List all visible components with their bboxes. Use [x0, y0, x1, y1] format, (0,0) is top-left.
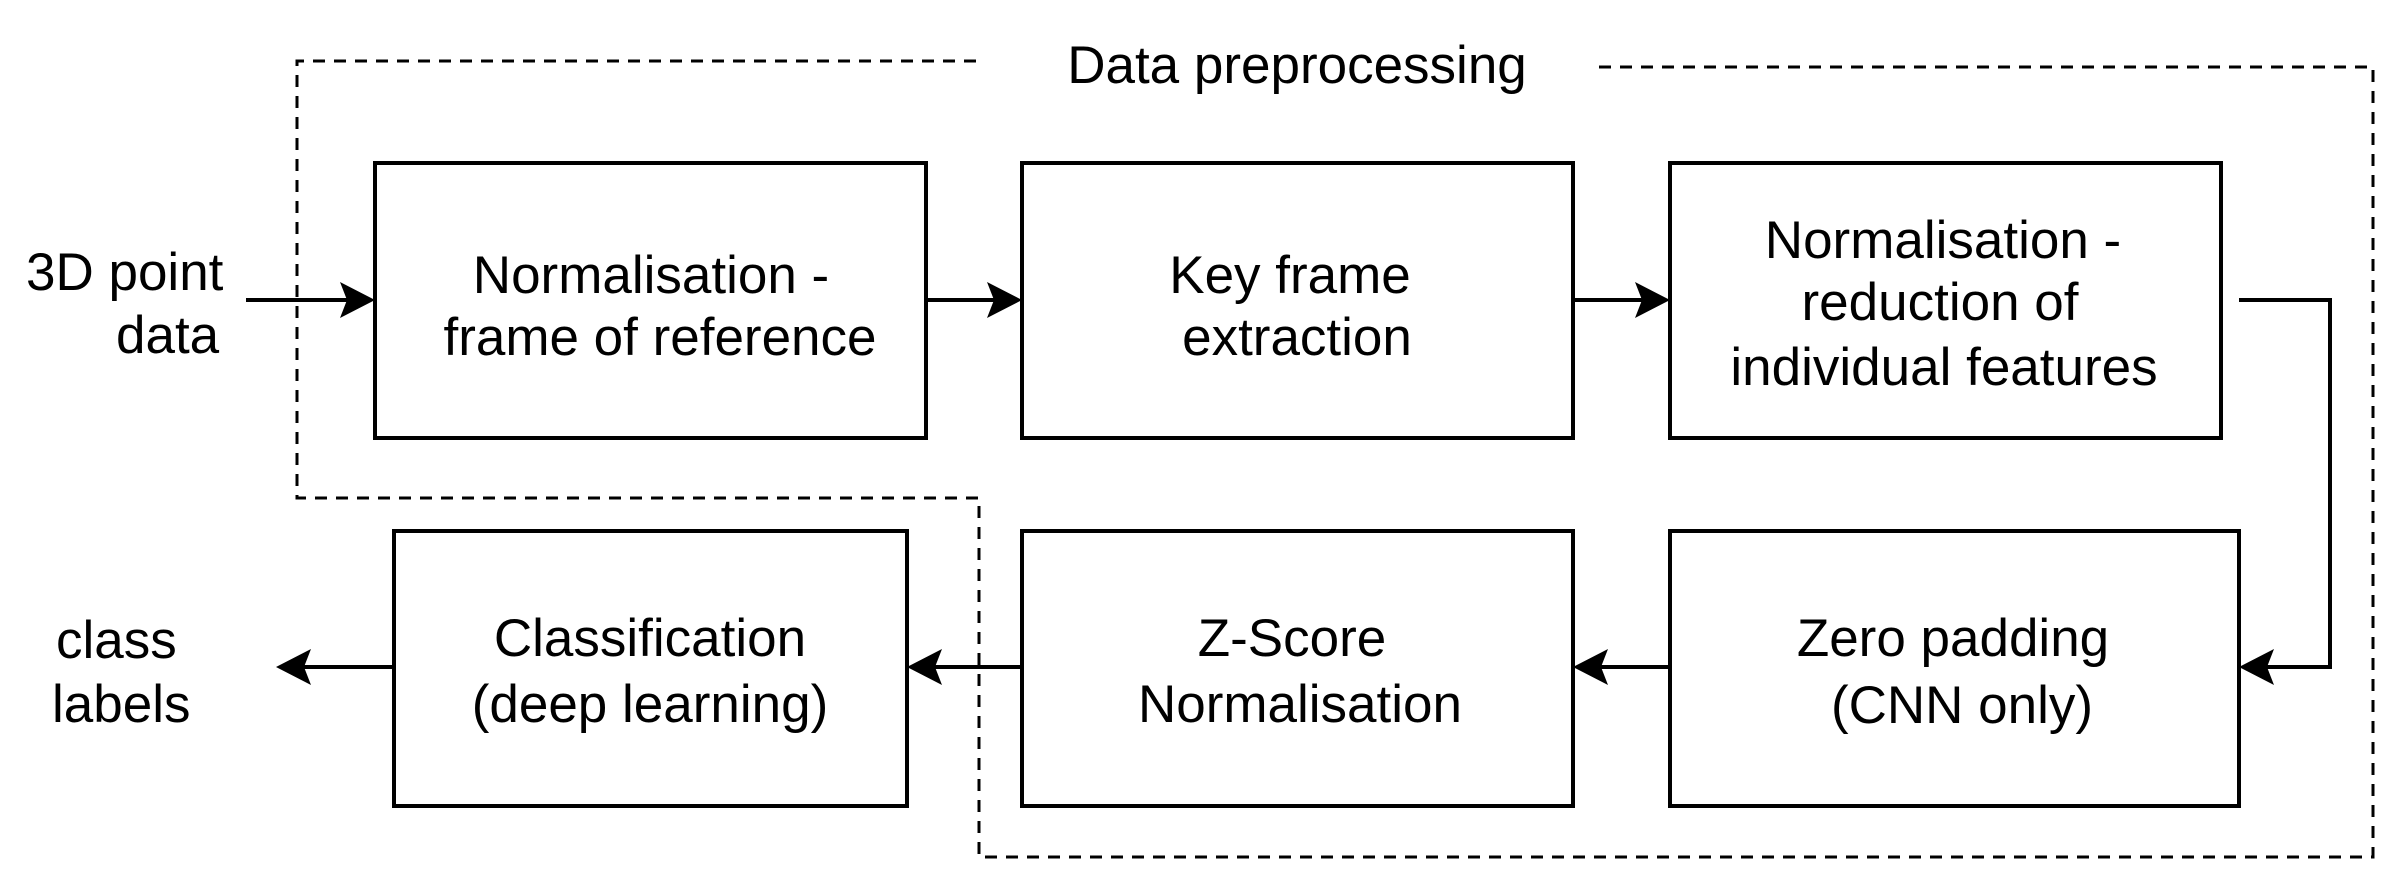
- step-classification-line1: Classification: [494, 609, 806, 668]
- step-zero-padding-line1: Zero padding: [1797, 609, 2109, 668]
- arrow-step3-to-step4: [2239, 298, 2332, 685]
- step-normalisation-frame: Normalisation - frame of reference: [373, 161, 928, 440]
- arrow-step4-to-step5: [1573, 649, 1670, 685]
- preprocessing-label: Data preprocessing: [1067, 36, 1527, 95]
- step-zero-padding: Zero padding (CNN only): [1668, 529, 2241, 808]
- output-label-line2: labels: [52, 675, 190, 734]
- arrow-input-to-step1: [246, 282, 375, 318]
- step-normalisation-frame-line2: frame of reference: [443, 308, 876, 367]
- step-key-frame-line1: Key frame: [1169, 246, 1411, 305]
- step-z-score-line2: Normalisation: [1138, 675, 1462, 734]
- step-zero-padding-line2: (CNN only): [1831, 676, 2093, 735]
- step-key-frame-extraction: Key frame extraction: [1020, 161, 1575, 440]
- step-classification-line2: (deep learning): [472, 675, 829, 734]
- step-normalisation-reduction-line1: Normalisation -: [1765, 211, 2121, 270]
- arrow-step5-to-step6: [907, 649, 1022, 685]
- arrow-step6-to-output: [276, 649, 394, 685]
- input-label-line2: data: [116, 306, 220, 365]
- step-normalisation-reduction-line2: reduction of: [1802, 273, 2079, 332]
- step-normalisation-reduction-line3: individual features: [1730, 338, 2157, 397]
- step-normalisation-frame-line1: Normalisation -: [473, 246, 829, 305]
- step-z-score: Z-Score Normalisation: [1020, 529, 1575, 808]
- arrow-step1-to-step2: [926, 282, 1022, 318]
- arrow-step2-to-step3: [1573, 282, 1670, 318]
- input-label-line1: 3D point: [26, 243, 224, 302]
- output-label-line1: class: [56, 611, 177, 670]
- preprocessing-region: [295, 59, 2375, 859]
- step-key-frame-line2: extraction: [1182, 308, 1412, 367]
- step-normalisation-reduction: Normalisation - reduction of individual …: [1668, 161, 2223, 440]
- step-classification: Classification (deep learning): [392, 529, 909, 808]
- step-z-score-line1: Z-Score: [1198, 609, 1386, 668]
